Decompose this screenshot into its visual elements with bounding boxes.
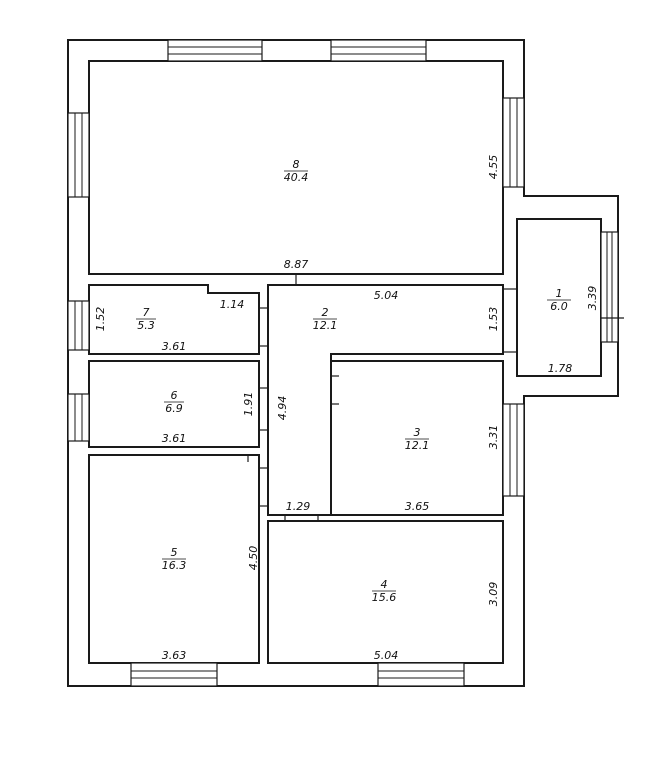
dim-room5-width: 3.63 bbox=[162, 649, 187, 662]
dim-room4-height: 3.09 bbox=[487, 582, 500, 607]
room-label-7: 7 5.3 bbox=[136, 306, 156, 332]
room-number-5: 5 bbox=[171, 546, 178, 559]
room-area-5: 16.3 bbox=[162, 559, 187, 572]
room-area-2: 12.1 bbox=[313, 319, 338, 332]
room-7 bbox=[88, 284, 260, 355]
window-bottom-left bbox=[130, 662, 218, 687]
dim-room7-width: 3.61 bbox=[162, 340, 187, 353]
room-label-2: 2 12.1 bbox=[313, 306, 338, 332]
room-number-7: 7 bbox=[143, 306, 150, 319]
dim-room6-height: 1.91 bbox=[242, 392, 255, 417]
window-left-room8 bbox=[67, 112, 90, 198]
room-3 bbox=[330, 360, 504, 516]
room-area-4: 15.6 bbox=[372, 591, 397, 604]
window-left-room7 bbox=[67, 300, 90, 351]
room-4 bbox=[267, 520, 504, 664]
window-top-right bbox=[330, 39, 427, 62]
room-area-3: 12.1 bbox=[405, 439, 430, 452]
room-area-1: 6.0 bbox=[550, 300, 568, 313]
room-number-8: 8 bbox=[293, 158, 300, 171]
room-number-1: 1 bbox=[556, 287, 563, 300]
room-1 bbox=[516, 218, 602, 377]
dim-room1-height: 3.39 bbox=[586, 286, 599, 311]
room-number-6: 6 bbox=[171, 389, 178, 402]
dim-room6-width: 3.61 bbox=[162, 432, 187, 445]
window-bottom-right bbox=[377, 662, 465, 687]
room-label-3: 3 12.1 bbox=[405, 426, 430, 452]
dim-room1-width: 1.78 bbox=[548, 362, 573, 375]
window-right-room3 bbox=[502, 403, 525, 497]
room-label-1: 1 6.0 bbox=[547, 287, 571, 313]
dim-room5-height: 4.50 bbox=[247, 546, 260, 571]
dim-room7-height: 1.52 bbox=[94, 307, 107, 332]
room-label-6: 6 6.9 bbox=[164, 389, 184, 415]
door-marks bbox=[247, 274, 624, 521]
window-top-left bbox=[167, 39, 263, 62]
dim-room8-height: 4.55 bbox=[487, 155, 500, 180]
dim-corridor-height: 4.94 bbox=[276, 396, 289, 421]
dim-room3-height: 3.31 bbox=[487, 425, 500, 450]
dim-room7-notch: 1.14 bbox=[220, 298, 245, 311]
window-right-room8 bbox=[502, 97, 525, 188]
room-area-7: 5.3 bbox=[137, 319, 155, 332]
dim-room2-height: 1.53 bbox=[487, 307, 500, 332]
room-area-6: 6.9 bbox=[165, 402, 183, 415]
room-area-8: 40.4 bbox=[284, 171, 309, 184]
dim-room2-width: 5.04 bbox=[374, 289, 399, 302]
room-label-4: 4 15.6 bbox=[372, 578, 397, 604]
dim-room3-width: 3.65 bbox=[405, 500, 430, 513]
dim-room4-width: 5.04 bbox=[374, 649, 399, 662]
room-2 bbox=[267, 284, 504, 516]
dim-room8-width: 8.87 bbox=[284, 258, 309, 271]
room-number-3: 3 bbox=[414, 426, 421, 439]
dim-corridor-width: 1.29 bbox=[286, 500, 311, 513]
window-right-room1 bbox=[600, 231, 619, 343]
room-label-5: 5 16.3 bbox=[162, 546, 187, 572]
window-left-room6 bbox=[67, 393, 90, 442]
outer-wall bbox=[67, 39, 619, 687]
room-number-4: 4 bbox=[381, 578, 388, 591]
room-label-8: 8 40.4 bbox=[284, 158, 309, 184]
room-number-2: 2 bbox=[322, 306, 329, 319]
